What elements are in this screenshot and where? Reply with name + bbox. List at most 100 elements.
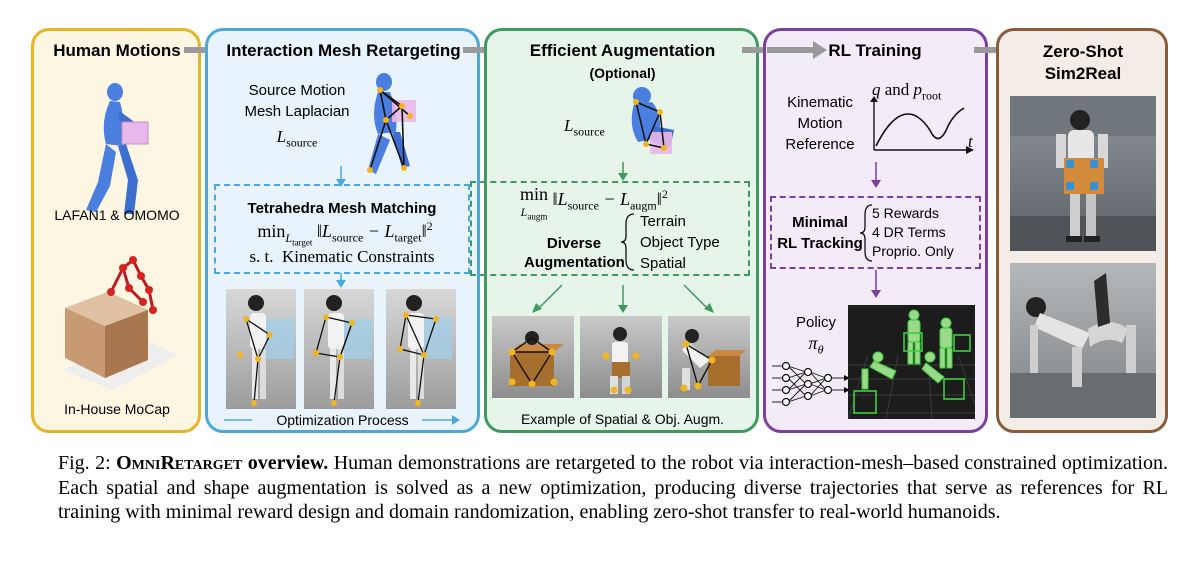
plot-p: p xyxy=(913,80,923,99)
norm-mid: − L xyxy=(363,221,395,241)
plot-and: and xyxy=(884,80,910,99)
augment-l-symbol: L xyxy=(564,116,574,135)
optimization-process-arrow xyxy=(224,415,460,425)
augmentation-objective-box xyxy=(470,181,750,276)
augmentation-brace xyxy=(620,213,635,271)
kinematic-reference-label: Kinematic Motion Reference xyxy=(775,92,865,155)
kinematic-line: Kinematic xyxy=(787,94,853,111)
reference-line: Reference xyxy=(785,136,855,153)
minimal-rl-tracking-box xyxy=(770,196,981,269)
minimal-line: Minimal xyxy=(792,214,848,231)
tetrahedra-matching-title: Tetrahedra Mesh Matching xyxy=(247,200,437,217)
flow-arrow-rl-inner xyxy=(767,41,827,59)
optimization-process-label: Optimization Process xyxy=(276,412,409,428)
augment-scene-1 xyxy=(508,331,564,388)
rl-down-arrow-1 xyxy=(871,162,881,188)
augment-norm-a: ‖L xyxy=(552,189,568,209)
human-motions-title: Human Motions xyxy=(53,41,181,60)
pi-symbol: π xyxy=(808,333,818,353)
robot-frame-3 xyxy=(397,295,452,406)
minimal-rl-tracking-label: Minimal RL Tracking xyxy=(774,212,866,254)
mocap-box-scene xyxy=(63,256,178,390)
optimization-frame-1 xyxy=(226,289,296,409)
human-figure-with-box xyxy=(86,83,149,214)
sim2real-line: Sim2Real xyxy=(1044,64,1122,83)
subject-to: s. t. xyxy=(249,247,274,266)
tetrahedra-matching-objective: minLtarget ‖Lsource − Ltarget‖2 xyxy=(220,219,470,247)
norm-end: ‖ xyxy=(421,221,427,241)
plot-x-label: t xyxy=(968,132,973,151)
augment-example-2 xyxy=(580,316,662,398)
augment-fan-arrows xyxy=(532,284,714,313)
augment-example-1 xyxy=(492,316,574,398)
augment-down-arrow xyxy=(618,162,628,181)
augment-norm-b-sub: augm xyxy=(630,198,657,213)
caption-overview: overview. xyxy=(242,452,329,474)
l-source-sub: source xyxy=(286,135,318,150)
augment-type-spatial: Spatial xyxy=(640,255,686,272)
sim2real-title: Zero-Shot Sim2Real xyxy=(996,41,1170,85)
augment-type-object: Object Type xyxy=(640,234,720,251)
augment-scene-3 xyxy=(680,329,746,392)
real-robot-photo-2 xyxy=(1010,263,1156,418)
augmentation-line: Augmentation xyxy=(524,254,625,271)
policy-symbol: πθ xyxy=(776,333,856,360)
min-sub-l: L xyxy=(285,230,293,245)
real-robot-photo-1 xyxy=(1010,96,1156,251)
motion-line: Motion xyxy=(797,115,843,132)
kinematic-constraints: Kinematic Constraints xyxy=(282,247,435,266)
augment-norm-b: − L xyxy=(598,189,631,209)
augment-min-sub: L xyxy=(520,205,528,219)
rl-tracking-line: RL Tracking xyxy=(777,235,863,252)
tetrahedra-matching-box xyxy=(214,184,470,274)
norm-rhs-sub: target xyxy=(394,230,422,245)
figure-caption: Fig. 2: OmniRetarget overview. Human dem… xyxy=(58,451,1168,525)
diverse-augmentation-label: Diverse Augmentation xyxy=(524,234,625,272)
mesh-laplacian-line: Mesh Laplacian xyxy=(244,103,350,120)
real-robot-carrying-box xyxy=(1010,96,1156,251)
caption-body: Human demonstrations are retargeted to t… xyxy=(58,452,1168,523)
theta-sub: θ xyxy=(817,342,824,357)
policy-word: Policy xyxy=(795,314,836,331)
real-robot-crawling xyxy=(1010,273,1156,418)
diverse-line: Diverse xyxy=(546,235,602,252)
reference-trajectory-plot xyxy=(870,96,974,154)
rl-tracking-items: 5 Rewards 4 DR Terms Proprio. Only xyxy=(872,204,954,261)
retarget-down-arrow-2 xyxy=(336,273,346,288)
augment-norm-end: ‖ xyxy=(656,189,662,209)
rl-item-proprio: Proprio. Only xyxy=(872,243,954,259)
augment-human-mesh xyxy=(631,87,674,154)
plot-y-label: q and proot xyxy=(872,80,941,103)
source-motion-line: Source Motion xyxy=(248,82,346,99)
rl-training-title: RL Training xyxy=(828,41,922,60)
retargeting-title: Interaction Mesh Retargeting xyxy=(226,41,461,60)
zero-shot-line: Zero-Shot xyxy=(1042,42,1124,61)
plot-q: q xyxy=(872,80,881,99)
optimization-frame-3 xyxy=(386,289,456,409)
augment-norm-pow: 2 xyxy=(661,187,668,201)
norm-lhs: ‖L xyxy=(316,221,332,241)
optimization-frame-2 xyxy=(304,289,374,409)
augmentation-types: Terrain Object Type Spatial xyxy=(640,211,720,274)
source-human-mesh xyxy=(367,73,416,174)
min-operator: min xyxy=(257,221,286,241)
min-sub-target: target xyxy=(292,236,313,247)
kinematic-constraint-line: s. t. Kinematic Constraints xyxy=(214,247,470,267)
caption-name: OmniRetarget xyxy=(116,452,243,474)
augmentation-subtitle: (Optional) xyxy=(589,65,656,81)
caption-prefix: Fig. 2: xyxy=(58,452,117,474)
augmentation-objective: min Laugm ‖Lsource − Laugm‖2 xyxy=(520,184,740,224)
simulation-scene xyxy=(848,309,975,419)
augmentation-title: Efficient Augmentation xyxy=(529,41,716,60)
rl-simulation-render xyxy=(848,305,975,419)
augment-min: min xyxy=(520,184,549,204)
augment-example-label: Example of Spatial & Obj. Augm. xyxy=(520,411,725,427)
augment-min-subsub: augm xyxy=(527,211,548,222)
dataset-lafan-omomo: LAFAN1 & OMOMO xyxy=(54,207,180,223)
policy-network-icon xyxy=(772,361,850,407)
augment-l-sub: source xyxy=(573,124,605,139)
augment-l-source: Lsource xyxy=(564,116,605,139)
retarget-down-arrow xyxy=(336,166,346,187)
robot-frame-2 xyxy=(313,295,372,406)
plot-p-sub: root xyxy=(922,88,942,103)
